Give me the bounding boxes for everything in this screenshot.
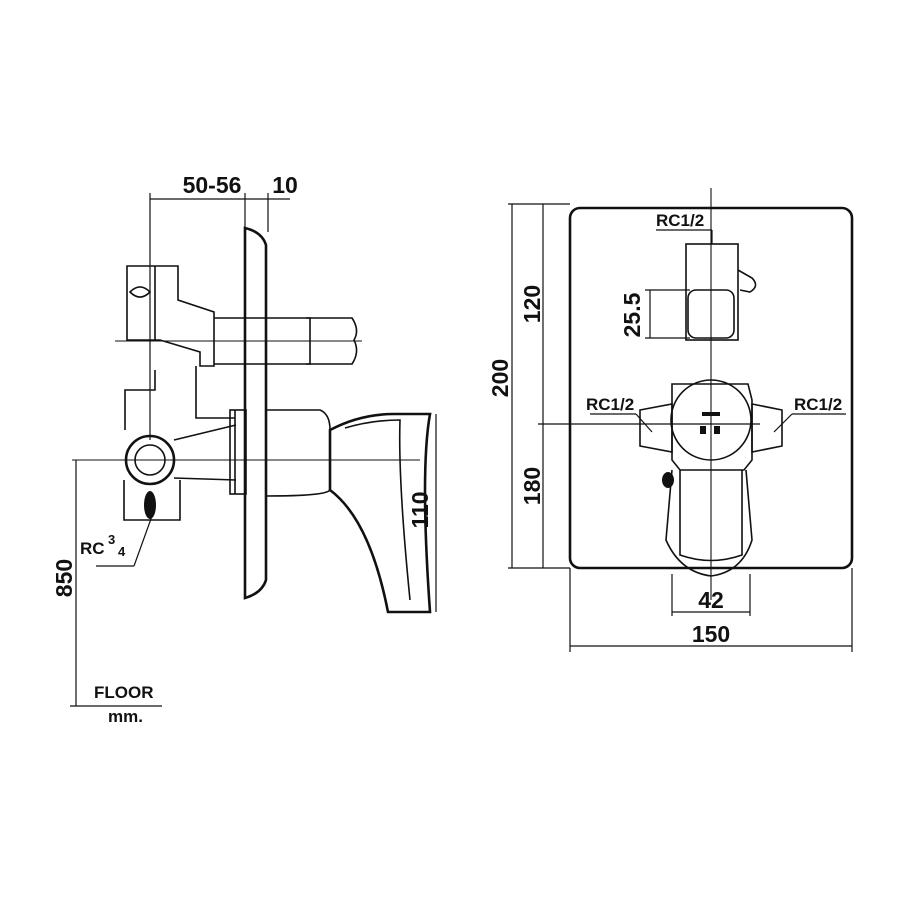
rc34-leader — [133, 515, 153, 567]
inlet-slot — [144, 491, 156, 519]
valve-port-detail — [128, 286, 152, 298]
left-port-label: RC1/2 — [586, 395, 634, 414]
logo-dot-left — [700, 426, 706, 434]
dim-lower-label: 180 — [519, 467, 545, 505]
right-port-leader — [773, 413, 793, 433]
outlet-nut — [306, 317, 358, 365]
rc-inlet-frac-den: 4 — [118, 544, 126, 559]
dim-plate-label: 10 — [272, 172, 298, 198]
side-view: 50-56 10 RC 3 4 850 110 FLOOR mm. — [51, 172, 437, 726]
upper-tab — [737, 269, 757, 293]
dim-square-label: 25.5 — [619, 292, 645, 337]
lever-ring — [670, 379, 752, 461]
rc-inlet-frac-num: 3 — [108, 532, 115, 547]
right-port-label: RC1/2 — [794, 395, 842, 414]
logo-mark — [702, 412, 720, 416]
handle-lever-inner — [344, 419, 411, 601]
valve-body-step — [195, 366, 235, 419]
left-port-leader — [635, 413, 653, 433]
lever-body — [665, 469, 753, 577]
dim-spout-label: 110 — [407, 491, 433, 528]
front-view: RC1/2 RC1/2 RC1/2 120 200 180 25.5 42 15… — [487, 188, 854, 652]
dim-upper-label: 120 — [519, 285, 545, 323]
dim-plate-width-label: 150 — [692, 621, 730, 647]
dim-height-label: 850 — [51, 559, 77, 597]
left-port — [639, 403, 673, 453]
cartridge-ring — [229, 409, 247, 495]
inlet-connector — [173, 424, 237, 481]
valve-body-left — [124, 370, 156, 430]
logo-dot-right — [714, 426, 720, 434]
upper-square — [687, 289, 735, 339]
wall-plate — [243, 226, 268, 600]
dim-total-label: 200 — [487, 359, 513, 397]
handle-base — [265, 409, 331, 497]
dim-depth-label: 50-56 — [183, 172, 242, 198]
inlet-body — [123, 480, 181, 521]
top-port-label: RC1/2 — [656, 211, 704, 230]
handle-lever — [328, 412, 432, 614]
floor-label: FLOOR — [94, 683, 154, 702]
rc-inlet-label: RC — [80, 539, 105, 558]
dim-handle-width-label: 42 — [698, 587, 724, 613]
unit-label: mm. — [108, 707, 143, 726]
right-port — [751, 403, 783, 453]
lever-cap — [671, 383, 753, 471]
valve-body-top — [126, 265, 215, 367]
lever-body-inner — [679, 470, 743, 562]
lever-pin — [662, 472, 674, 488]
